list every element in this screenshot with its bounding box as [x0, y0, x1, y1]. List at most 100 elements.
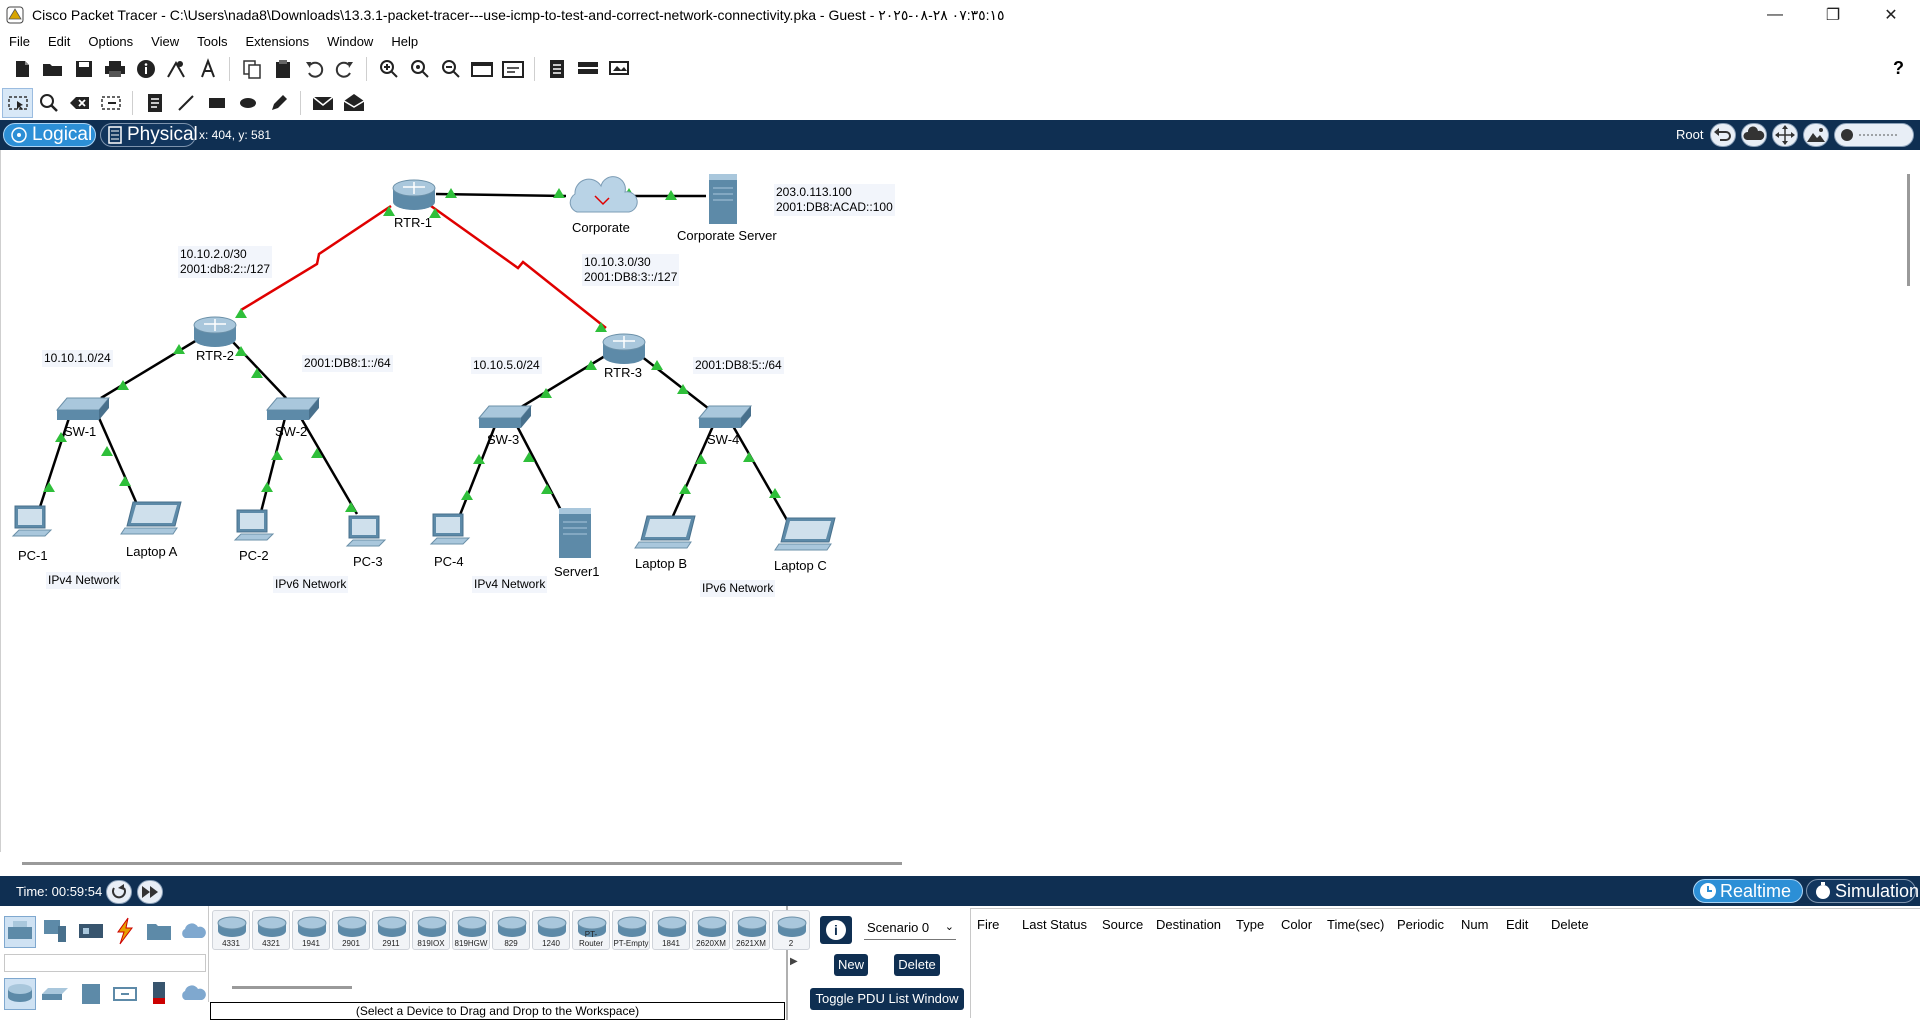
copy-button[interactable] [236, 54, 267, 84]
col-periodic[interactable]: Periodic [1397, 917, 1444, 932]
col-destination[interactable]: Destination [1156, 917, 1222, 932]
save-button[interactable] [68, 54, 99, 84]
link-sw3-server1[interactable] [515, 425, 566, 517]
router-rtr2[interactable] [193, 316, 237, 347]
paste-button[interactable] [267, 54, 298, 84]
server-corporate[interactable] [709, 174, 737, 224]
new-scenario-button[interactable]: New [834, 954, 868, 976]
link-sw4-laptopc[interactable] [731, 425, 789, 521]
fast-forward-button[interactable] [137, 880, 163, 904]
switch-sw4[interactable] [697, 405, 753, 428]
open-file-button[interactable] [37, 54, 68, 84]
subcategory-switches[interactable] [40, 978, 72, 1010]
link-rtr2-sw1[interactable] [100, 338, 198, 400]
inspect-tool[interactable] [33, 88, 64, 118]
menu-window[interactable]: Window [327, 33, 374, 49]
screenshot-button[interactable] [603, 54, 634, 84]
link-sw2-pc2[interactable] [259, 417, 287, 513]
draw-line-tool[interactable] [170, 88, 201, 118]
note-rtr1-rtr3-link[interactable]: 10.10.3.0/30 2001:DB8:3::/127 [582, 254, 680, 286]
col-num[interactable]: Num [1461, 917, 1489, 932]
server-server1[interactable] [559, 508, 591, 558]
menu-view[interactable]: View [151, 33, 180, 49]
activity-button[interactable] [192, 54, 223, 84]
col-color[interactable]: Color [1281, 917, 1313, 932]
redo-button[interactable] [329, 54, 360, 84]
link-rtr2-sw2[interactable] [230, 339, 287, 399]
category-end-devices[interactable] [40, 916, 72, 948]
device-model-tile[interactable]: 2620XM [692, 910, 730, 950]
device-model-tile[interactable]: 1240 [532, 910, 570, 950]
set-background-button[interactable] [1803, 123, 1829, 147]
router-rtr1[interactable] [392, 179, 436, 210]
menu-help[interactable]: Help [391, 33, 419, 49]
drawing-palette-button[interactable] [466, 54, 497, 84]
col-edit[interactable]: Edit [1506, 917, 1529, 932]
device-model-tile[interactable]: 1941 [292, 910, 330, 950]
pc-pc3[interactable] [345, 515, 387, 547]
device-model-tile[interactable]: 2 [772, 910, 810, 950]
subcategory-routers[interactable] [4, 978, 36, 1010]
horizontal-scroll-thumb[interactable] [22, 862, 902, 865]
device-list-scroll-thumb[interactable] [232, 986, 352, 989]
restore-button[interactable]: ❐ [1825, 7, 1841, 24]
close-button[interactable]: ✕ [1884, 7, 1898, 24]
note-lan3[interactable]: 10.10.5.0/24 [471, 357, 542, 374]
cloud-corporate[interactable] [569, 176, 638, 213]
activity-wizard-button[interactable] [130, 54, 161, 84]
device-model-tile[interactable]: PT-Router [572, 910, 610, 950]
col-last-status[interactable]: Last Status [1022, 917, 1088, 932]
viewport-button[interactable] [1834, 123, 1914, 147]
category-network-devices[interactable] [4, 916, 36, 948]
switch-sw1[interactable] [55, 397, 111, 420]
device-model-tile[interactable]: 2911 [372, 910, 410, 950]
power-cycle-button[interactable] [106, 880, 132, 904]
resize-tool[interactable] [95, 88, 126, 118]
device-model-tile[interactable]: 4331 [212, 910, 250, 950]
col-type[interactable]: Type [1236, 917, 1265, 932]
col-source[interactable]: Source [1102, 917, 1144, 932]
router-rtr3[interactable] [602, 333, 646, 364]
logical-workspace[interactable]: RTR-1 Corporate Corporate Server RTR-2 R… [0, 150, 1900, 852]
link-rtr1-corporate[interactable] [435, 192, 567, 198]
move-object-button[interactable] [1772, 123, 1798, 147]
device-model-tile[interactable]: 829 [492, 910, 530, 950]
new-cluster-button[interactable] [1741, 123, 1767, 147]
zoom-out-button[interactable] [435, 54, 466, 84]
realtime-mode-button[interactable]: Realtime [1693, 879, 1803, 903]
col-fire[interactable]: Fire [977, 917, 1000, 932]
menu-options[interactable]: Options [88, 33, 134, 49]
link-sw4-laptopb[interactable] [671, 425, 715, 517]
link-sw2-pc3[interactable] [299, 417, 359, 515]
device-model-tile[interactable]: 1841 [652, 910, 690, 950]
horizontal-scrollbar[interactable] [0, 852, 1920, 876]
link-rtr3-sw4[interactable] [640, 355, 714, 413]
subcategory-wireless[interactable] [110, 978, 142, 1010]
menu-tools[interactable]: Tools [197, 33, 228, 49]
delete-scenario-button[interactable]: Delete [894, 954, 940, 976]
device-template-button[interactable] [572, 54, 603, 84]
device-model-tile[interactable]: 4321 [252, 910, 290, 950]
category-components[interactable] [76, 916, 108, 948]
expand-arrow-icon[interactable]: ▶ [790, 956, 798, 967]
subcategory-hubs[interactable] [76, 978, 108, 1010]
vertical-scrollbar[interactable] [1900, 150, 1920, 852]
laptop-b[interactable] [634, 515, 696, 549]
zoom-reset-button[interactable] [404, 54, 435, 84]
panel-splitter[interactable] [786, 906, 788, 1020]
link-rtr1-rtr3-serial[interactable] [430, 204, 607, 329]
note-lan1[interactable]: 10.10.1.0/24 [42, 350, 113, 367]
device-model-tile[interactable]: 819HGW [452, 910, 490, 950]
note-tool[interactable] [139, 88, 170, 118]
switch-sw3[interactable] [477, 405, 533, 428]
freeform-tool[interactable] [263, 88, 294, 118]
add-complex-pdu-tool[interactable] [338, 88, 369, 118]
link-sw1-pc1[interactable] [37, 417, 71, 511]
new-file-button[interactable] [6, 54, 37, 84]
select-tool[interactable] [2, 88, 33, 118]
note-group4[interactable]: IPv6 Network [700, 580, 776, 597]
vertical-scroll-thumb[interactable] [1907, 174, 1910, 286]
category-miscellaneous[interactable] [144, 916, 176, 948]
device-model-tile[interactable]: 819IOX [412, 910, 450, 950]
scenario-info-button[interactable]: i [820, 916, 852, 944]
